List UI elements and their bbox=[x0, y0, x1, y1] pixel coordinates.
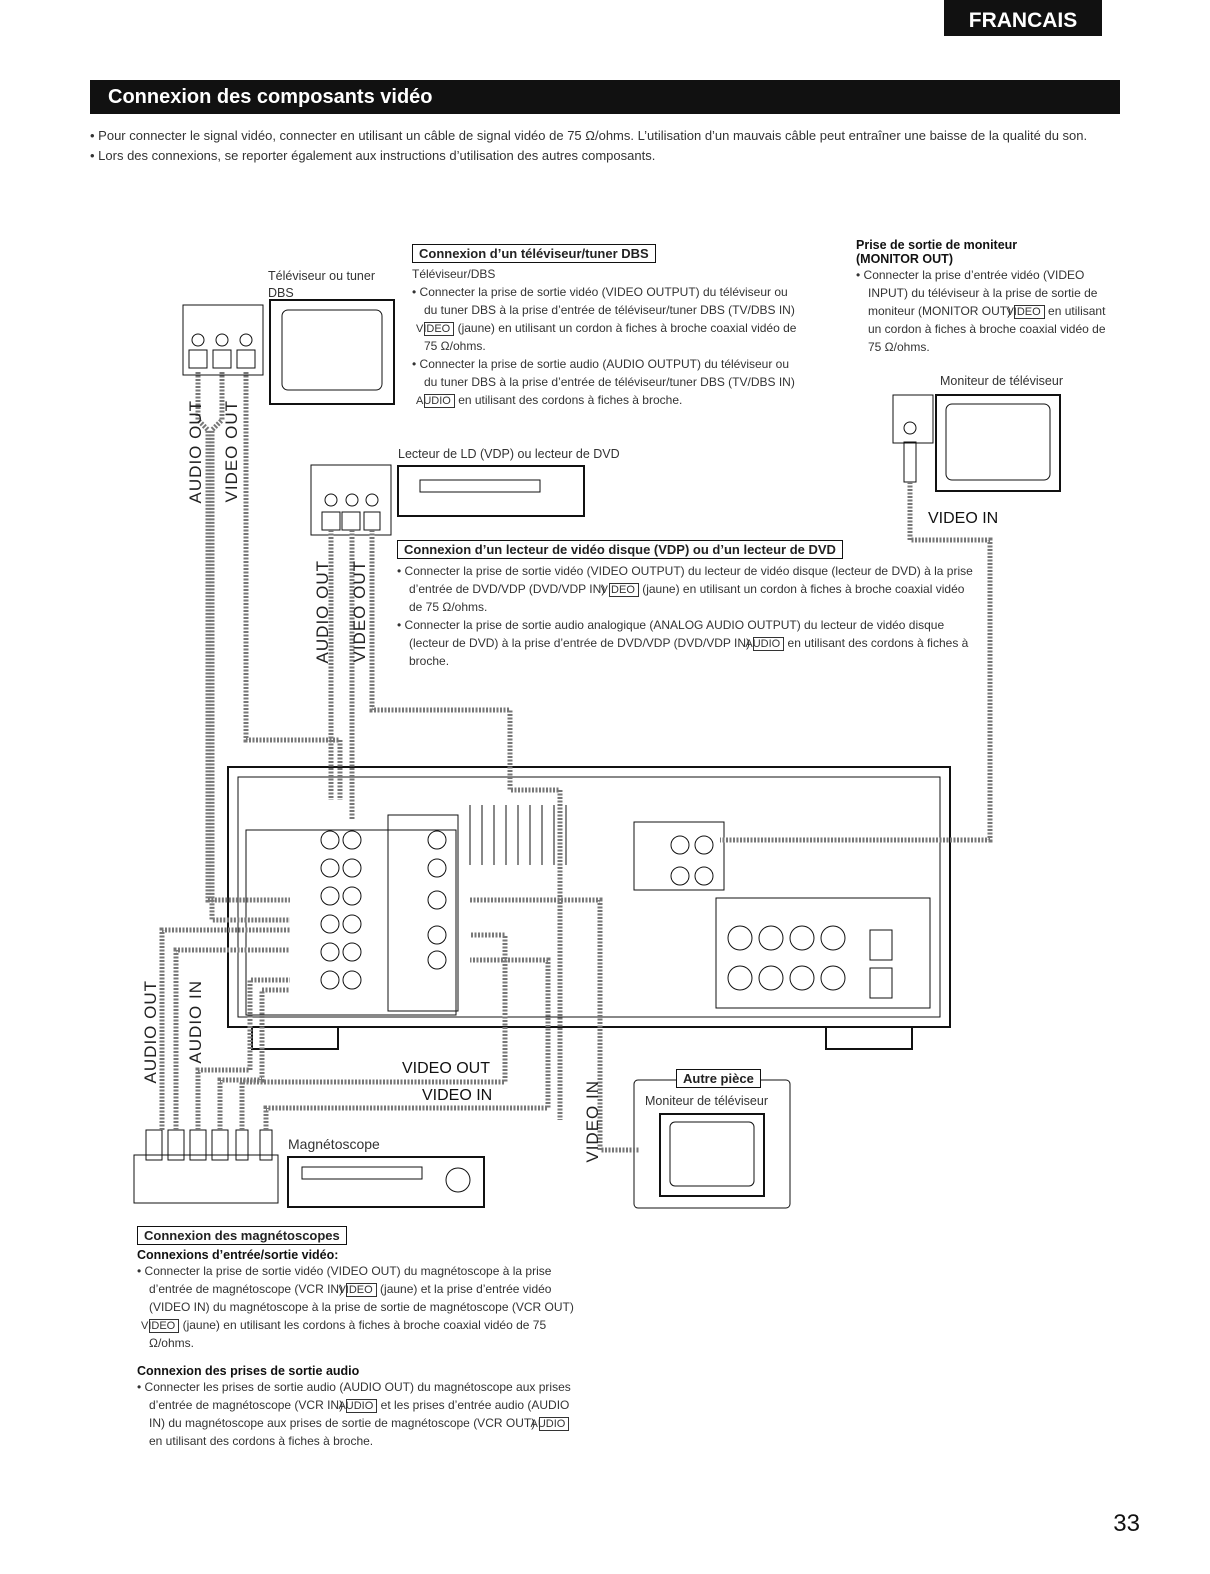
vcr-video-text: • Connecter la prise de sortie vidéo (VI… bbox=[137, 1262, 584, 1352]
monitor-out-heading-2: (MONITOR OUT) bbox=[856, 252, 953, 266]
section-title: Connexion des composants vidéo bbox=[90, 80, 1120, 114]
intro-bullet: • Lors des connexions, se reporter égale… bbox=[90, 148, 656, 163]
vdp-text: • Connecter la prise de sortie vidéo (VI… bbox=[397, 562, 975, 670]
page-number: 33 bbox=[1113, 1510, 1140, 1537]
vcr-audio-in-label: AUDIO IN bbox=[186, 980, 205, 1064]
vcr-bullet: • Connecter la prise de sortie vidéo (VI… bbox=[137, 1264, 574, 1350]
monitor-out-block: Prise de sortie de moniteur (MONITOR OUT… bbox=[856, 238, 1118, 356]
monitor-video-in-label: VIDEO IN bbox=[928, 510, 999, 527]
tv-dbs-device bbox=[182, 299, 395, 405]
other-room-video-in-label: VIDEO IN bbox=[583, 1080, 602, 1163]
vcr-audio-text: • Connecter les prises de sortie audio (… bbox=[137, 1378, 584, 1450]
tv-dbs-bullet: • Connecter la prise de sortie audio (AU… bbox=[412, 357, 795, 408]
monitor-tv-device bbox=[892, 394, 1061, 492]
vcr-device-label: Magnétoscope bbox=[288, 1136, 380, 1152]
tv-audio-out-label: AUDIO OUT bbox=[186, 400, 205, 504]
tv-dbs-device-label: Téléviseur ou tuner DBS bbox=[268, 269, 376, 300]
vcr-bullet: • Connecter les prises de sortie audio (… bbox=[137, 1380, 571, 1448]
cable-paths bbox=[159, 372, 993, 1153]
tv-dbs-subheading: Téléviseur/DBS bbox=[412, 267, 496, 281]
vcr-heading: Connexion des magnétoscopes bbox=[137, 1226, 347, 1245]
vcr-subheading-audio: Connexion des prises de sortie audio bbox=[137, 1364, 360, 1378]
vcr-video-in-label: VIDEO IN bbox=[422, 1087, 493, 1104]
vdp-audio-out-label: AUDIO OUT bbox=[313, 560, 332, 664]
vdp-video-out-label: VIDEO OUT bbox=[350, 560, 369, 663]
vdp-device bbox=[310, 464, 585, 536]
vcr-video-out-label: VIDEO OUT bbox=[402, 1060, 491, 1077]
vcr-device bbox=[133, 1129, 485, 1208]
intro-bullets: • Pour connecter le signal vidéo, connec… bbox=[90, 126, 1125, 166]
monitor-out-bullet: • Connecter la prise d’entrée vidéo (VID… bbox=[856, 268, 1106, 354]
vdp-bullet: • Connecter la prise de sortie audio ana… bbox=[397, 618, 969, 668]
monitor-out-text: • Connecter la prise d’entrée vidéo (VID… bbox=[856, 266, 1118, 356]
tv-dbs-text: Téléviseur/DBS • Connecter la prise de s… bbox=[412, 265, 800, 409]
other-room-monitor-label: Moniteur de téléviseur bbox=[645, 1094, 768, 1108]
vdp-device-label: Lecteur de LD (VDP) ou lecteur de DVD bbox=[398, 447, 620, 461]
vcr-subheading-video: Connexions d’entrée/sortie vidéo: bbox=[137, 1248, 339, 1262]
vdp-bullet: • Connecter la prise de sortie vidéo (VI… bbox=[397, 564, 973, 614]
tv-dbs-heading: Connexion d’un téléviseur/tuner DBS bbox=[412, 244, 656, 263]
other-room-heading: Autre pièce bbox=[676, 1069, 761, 1088]
tv-dbs-bullet: • Connecter la prise de sortie vidéo (VI… bbox=[412, 285, 797, 353]
intro-bullet: • Pour connecter le signal vidéo, connec… bbox=[90, 128, 1088, 143]
tv-video-out-label: VIDEO OUT bbox=[222, 400, 241, 503]
vdp-heading: Connexion d’un lecteur de vidéo disque (… bbox=[397, 540, 843, 559]
vcr-audio-out-label: AUDIO OUT bbox=[141, 980, 160, 1084]
monitor-out-heading: Prise de sortie de moniteur bbox=[856, 238, 1018, 252]
vcr-text-block: Connexions d’entrée/sortie vidéo: • Conn… bbox=[137, 1248, 584, 1450]
receiver-rear-panel bbox=[227, 766, 951, 1050]
language-tab: FRANCAIS bbox=[944, 0, 1102, 36]
monitor-device-label: Moniteur de téléviseur bbox=[940, 374, 1063, 388]
